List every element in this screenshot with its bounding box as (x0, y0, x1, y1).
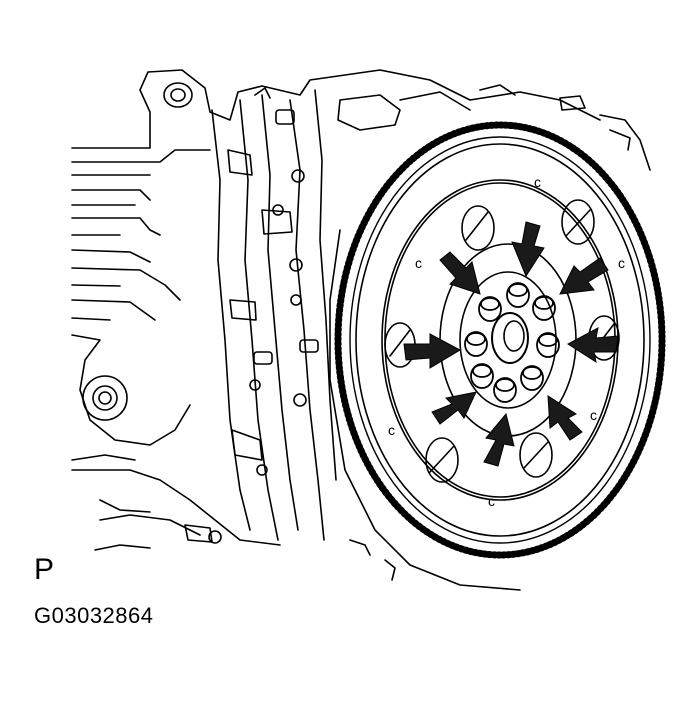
bolt (470, 363, 494, 389)
ring-gear (329, 121, 666, 591)
svg-text:c: c (388, 422, 395, 438)
svg-text:c: c (534, 174, 541, 190)
engine-block (71, 69, 651, 551)
arrow-bottom-left (431, 391, 477, 425)
arrow-top (511, 221, 545, 278)
svg-text:c: c (618, 255, 625, 271)
arrow-top-left (439, 251, 481, 295)
view-label: P (34, 553, 55, 586)
bolt (536, 332, 560, 358)
arrow-right (567, 327, 619, 364)
arrow-top-right (559, 257, 609, 295)
svg-text:c: c (590, 407, 597, 423)
bolt (532, 295, 556, 321)
arrow-bottom-right (547, 395, 583, 441)
bolt-arrows (403, 221, 619, 467)
svg-text:c: c (488, 493, 495, 509)
bolt (520, 365, 544, 391)
arrow-bottom (483, 412, 515, 467)
figure-code: G03032864 (34, 603, 154, 628)
flywheel-plate: c c c c c c (381, 174, 625, 509)
bolt (506, 282, 530, 308)
arrow-left (403, 333, 462, 369)
bolt (464, 331, 488, 357)
bolt (478, 296, 502, 322)
flywheel-bolts (464, 282, 560, 403)
bolt (493, 377, 517, 403)
svg-text:c: c (415, 255, 422, 271)
